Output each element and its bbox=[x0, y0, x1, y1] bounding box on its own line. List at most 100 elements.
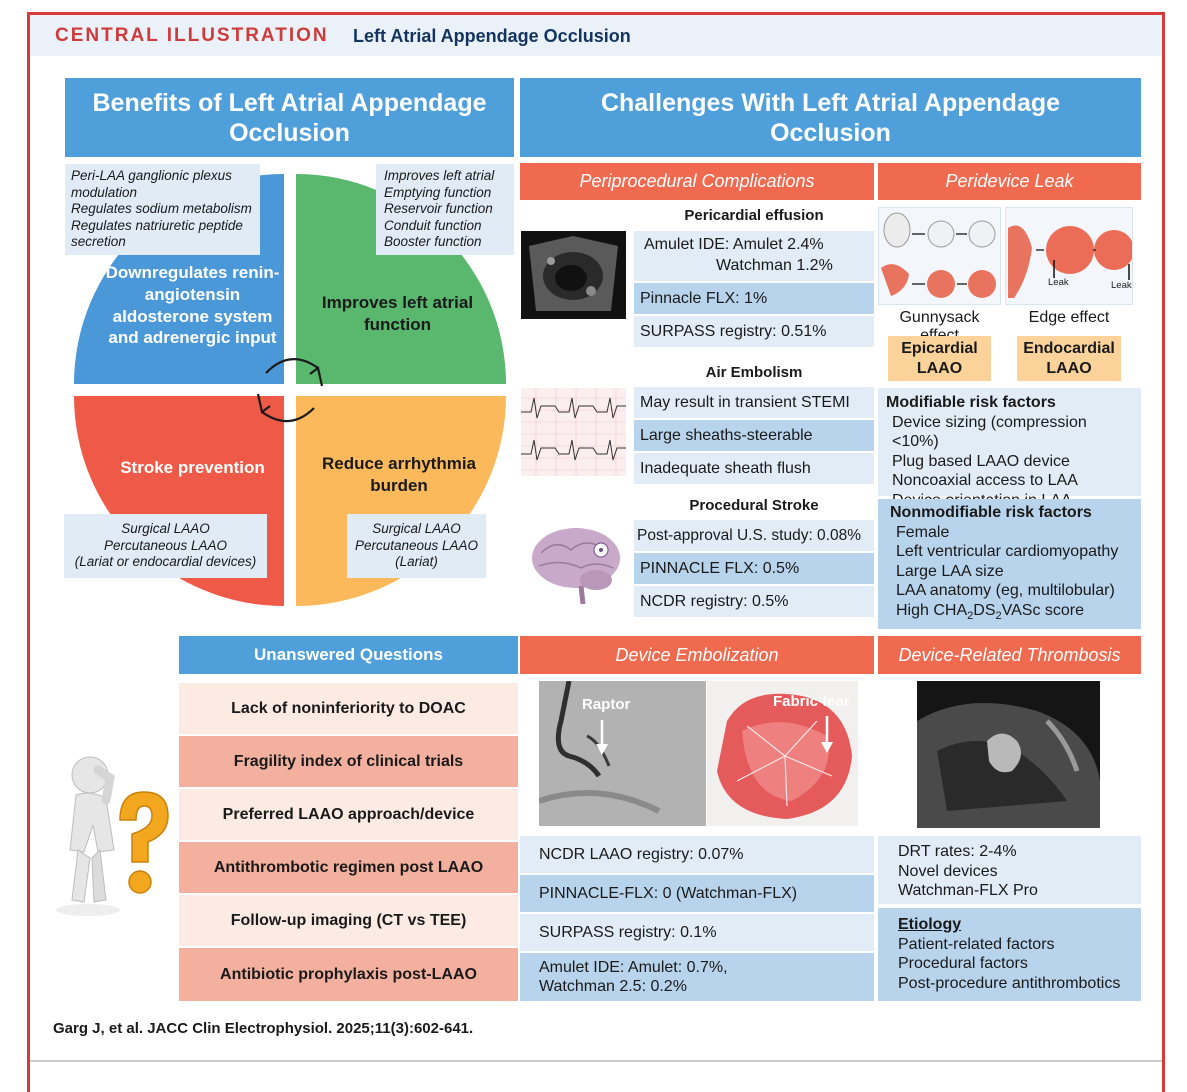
illustration-frame bbox=[27, 12, 1165, 1092]
risk-item: LAA anatomy (eg, multilobular) bbox=[896, 582, 1115, 600]
raptor-label: Raptor bbox=[582, 696, 631, 713]
etiology-item: Post-procedure antithrombotics bbox=[898, 974, 1121, 992]
callout-line: Surgical LAAO bbox=[121, 521, 210, 536]
stat-row: Inadequate sheath flush bbox=[634, 453, 874, 484]
risk-item: Device sizing (compression <10%) bbox=[892, 413, 1087, 451]
risk-item-cha2ds2vasc: High CHA2DS2VASc score bbox=[896, 601, 1085, 622]
callout-line: Surgical LAAO bbox=[372, 521, 461, 536]
illustration-title: Left Atrial Appendage Occlusion bbox=[353, 26, 631, 46]
callout-la-function: Improves left atrial Emptying function R… bbox=[376, 164, 514, 255]
quadrant-label-arrhythmia: Reduce arrhythmia burden bbox=[322, 454, 476, 495]
risk-item: Left ventricular cardiomyopathy bbox=[896, 543, 1119, 561]
stat-text: Watchman 1.2% bbox=[716, 257, 833, 274]
fabric-tear-arrow-icon bbox=[821, 716, 833, 753]
quadrant-label-raas: Downregulates renin-angiotensin aldoster… bbox=[105, 263, 280, 348]
callout-line: Emptying function bbox=[384, 184, 492, 200]
callout-line: Percutaneous LAAO bbox=[103, 537, 228, 553]
risk-item: Plug based LAAO device bbox=[892, 452, 1070, 470]
leak-label: Leak bbox=[1048, 277, 1069, 288]
stat-row: Pinnacle FLX: 1% bbox=[634, 283, 874, 314]
footer-divider bbox=[30, 1060, 1162, 1062]
callout-line: Regulates natriuretic peptide secretion bbox=[71, 217, 243, 250]
callout-line: Booster function bbox=[384, 234, 482, 250]
title-bar bbox=[30, 15, 1162, 56]
illustration-label: CENTRAL ILLUSTRATION bbox=[55, 25, 329, 46]
drt-etiology: Etiology Patient-related factors Procedu… bbox=[878, 908, 1141, 1001]
cycle-arrows-icon bbox=[256, 358, 324, 423]
air-embolism-title: Air Embolism bbox=[705, 364, 803, 381]
ecg-image bbox=[521, 388, 626, 476]
drt-line: Watchman-FLX Pro bbox=[898, 882, 1038, 900]
stat-row: NCDR LAAO registry: 0.07% bbox=[520, 836, 874, 873]
question-item: Preferred LAAO approach/device bbox=[179, 789, 518, 840]
callout-line: Percutaneous LAAO bbox=[354, 537, 479, 553]
edge-effect-label: Edge effect bbox=[1028, 309, 1110, 326]
callout-line: Conduit function bbox=[384, 217, 482, 233]
stat-row: May result in transient STEMI bbox=[634, 387, 874, 418]
fabric-tear-label: Fabric tear bbox=[773, 693, 850, 710]
callout-arrhythmia: Surgical LAAO Percutaneous LAAO (Lariat) bbox=[347, 514, 486, 578]
challenges-header: Challenges With Left Atrial Appendage Oc… bbox=[520, 78, 1141, 157]
thinking-person-question-icon bbox=[56, 756, 169, 916]
edge-effect-image bbox=[1005, 207, 1133, 305]
periprocedural-header: Periprocedural Complications bbox=[520, 163, 874, 200]
stat-row: SURPASS registry: 0.1% bbox=[520, 914, 874, 951]
question-item: Fragility index of clinical trials bbox=[179, 736, 518, 787]
pericardial-effusion-title: Pericardial effusion bbox=[684, 207, 824, 224]
drt-line: Novel devices bbox=[898, 862, 998, 880]
drt-line: DRT rates: 2-4% bbox=[898, 843, 1017, 860]
risk-item: Noncoaxial access to LAA bbox=[892, 472, 1078, 490]
stat-row: PINNACLE-FLX: 0 (Watchman-FLX) bbox=[520, 875, 874, 912]
citation: Garg J, et al. JACC Clin Electrophysiol.… bbox=[53, 1020, 474, 1037]
etiology-title: Etiology bbox=[898, 916, 962, 933]
device-fabric-tear-image bbox=[707, 681, 858, 826]
stat-text: Amulet IDE: Amulet 2.4% bbox=[644, 236, 824, 254]
callout-stroke: Surgical LAAO Percutaneous LAAO (Lariat … bbox=[64, 514, 267, 578]
stat-row: Amulet IDE: Amulet 2.4% Watchman 1.2% bbox=[634, 231, 874, 281]
callout-line: Regulates sodium metabolism bbox=[71, 201, 252, 217]
question-item: Antibiotic prophylaxis post-LAAO bbox=[179, 948, 518, 1001]
raptor-arrow-icon bbox=[596, 720, 608, 755]
peridevice-leak-header: Peridevice Leak bbox=[878, 163, 1141, 200]
quadrant-label-la-function: Improves left atrial function bbox=[321, 293, 474, 334]
risk-item: Female bbox=[896, 523, 950, 541]
question-item: Antithrombotic regimen post LAAO bbox=[179, 842, 518, 893]
callout-line: (Lariat or endocardial devices) bbox=[74, 554, 257, 570]
callout-line: Reservoir function bbox=[384, 201, 493, 217]
device-embolization-header: Device Embolization bbox=[520, 636, 874, 674]
question-item: Lack of noninferiority to DOAC bbox=[179, 683, 518, 734]
stat-text: Amulet IDE: Amulet: 0.7%, bbox=[539, 958, 728, 976]
stat-row: SURPASS registry: 0.51% bbox=[634, 316, 874, 347]
stat-row: NCDR registry: 0.5% bbox=[634, 586, 874, 617]
stat-row: Amulet IDE: Amulet: 0.7%, Watchman 2.5: … bbox=[520, 953, 874, 1001]
benefits-header: Benefits of Left Atrial Appendage Occlus… bbox=[65, 78, 514, 157]
echo-image bbox=[521, 231, 626, 319]
gunnysack-image bbox=[878, 207, 1001, 305]
unanswered-questions-header: Unanswered Questions bbox=[179, 636, 518, 674]
stat-text: Watchman 2.5: 0.2% bbox=[539, 978, 687, 995]
callout-raas: Peri-LAA ganglionic plexus modulation Re… bbox=[65, 164, 260, 255]
risk-title: Nonmodifiable risk factors bbox=[890, 504, 1092, 521]
callout-line: (Lariat) bbox=[395, 554, 438, 570]
epicardial-laao-box: Epicardial LAAO bbox=[888, 336, 991, 381]
question-item: Follow-up imaging (CT vs TEE) bbox=[179, 895, 518, 946]
risk-item: Large LAA size bbox=[896, 562, 1004, 580]
drt-header: Device-Related Thrombosis bbox=[878, 636, 1141, 674]
fluoroscopy-image bbox=[539, 681, 706, 826]
nonmodifiable-risk-factors: Nonmodifiable risk factors Female Left v… bbox=[878, 499, 1141, 629]
quadrant-top-right bbox=[296, 174, 506, 384]
quadrant-label-stroke: Stroke prevention bbox=[120, 458, 265, 477]
brain-image bbox=[521, 518, 631, 608]
etiology-item: Patient-related factors bbox=[898, 935, 1055, 953]
drt-rates: DRT rates: 2-4% Novel devices Watchman-F… bbox=[878, 836, 1141, 904]
stat-row: PINNACLE FLX: 0.5% bbox=[634, 553, 874, 584]
etiology-item: Procedural factors bbox=[898, 955, 1028, 973]
risk-title: Modifiable risk factors bbox=[886, 394, 1056, 411]
tee-thrombus-image bbox=[917, 681, 1100, 828]
modifiable-risk-factors: Modifiable risk factors Device sizing (c… bbox=[878, 388, 1141, 509]
endocardial-laao-box: Endocardial LAAO bbox=[1017, 336, 1121, 381]
procedural-stroke-title: Procedural Stroke bbox=[689, 497, 819, 514]
callout-line: Improves left atrial bbox=[384, 168, 495, 183]
stat-row: Large sheaths-steerable bbox=[634, 420, 874, 451]
stat-row: Post-approval U.S. study: 0.08% bbox=[634, 520, 874, 551]
